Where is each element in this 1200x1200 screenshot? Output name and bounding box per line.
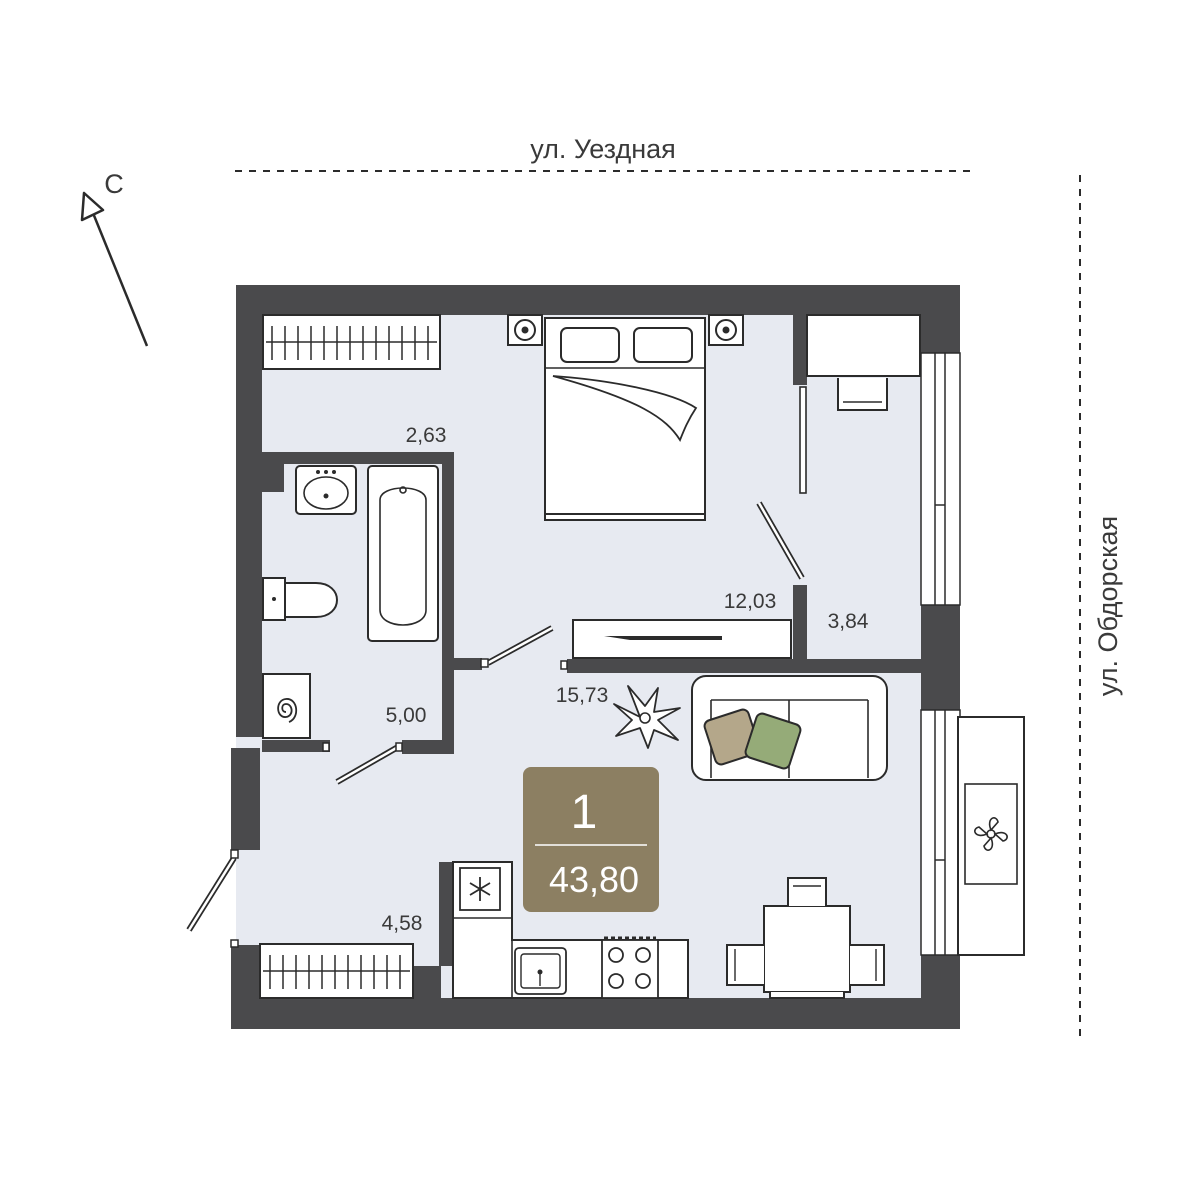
- fridge-icon: [459, 867, 501, 911]
- outer-walls: [231, 285, 960, 1029]
- sink-icon: [295, 465, 357, 515]
- apartment-badge: 1 43,80: [523, 767, 659, 912]
- bathroom-door: [480, 625, 568, 670]
- compass-icon: [80, 191, 149, 347]
- kitchen-sink-icon: [514, 947, 567, 995]
- rooms-count: 1: [571, 786, 598, 839]
- interior-walls: [232, 315, 922, 998]
- dining-table-icon: [726, 877, 885, 999]
- bathtub-icon: [367, 465, 439, 642]
- street-label-top: ул. Уездная: [530, 134, 676, 164]
- tv-stand-icon: [572, 619, 792, 659]
- plant-icon: [613, 685, 681, 749]
- desk-icon: [806, 314, 921, 411]
- stove-icon: [601, 936, 659, 999]
- nightstand-right-icon: [708, 314, 744, 346]
- area-bathroom: 5,00: [386, 704, 427, 727]
- sofa-icon: [691, 675, 888, 781]
- area-study: 3,84: [828, 610, 869, 633]
- street-label-right: ул. Обдорская: [1093, 516, 1123, 696]
- entrance-door: [186, 849, 239, 948]
- compass-label: С: [104, 169, 124, 199]
- window-bedroom: [920, 352, 961, 606]
- window-living: [920, 709, 961, 956]
- wardrobe-bottom: [259, 943, 414, 999]
- laundry-door: [322, 742, 403, 785]
- area-hall: 4,58: [382, 912, 423, 935]
- area-living: 15,73: [556, 684, 609, 707]
- nightstand-left-icon: [507, 314, 543, 346]
- toilet-icon: [262, 577, 338, 621]
- bed-icon: [544, 317, 706, 521]
- total-area: 43,80: [549, 859, 639, 900]
- study-door: [756, 386, 807, 580]
- wardrobe-top: [262, 314, 441, 370]
- washing-machine-icon: [262, 673, 311, 739]
- area-wardrobe-top: 2,63: [406, 424, 447, 447]
- ac-unit-icon: [957, 716, 1025, 956]
- area-bedroom: 12,03: [724, 590, 777, 613]
